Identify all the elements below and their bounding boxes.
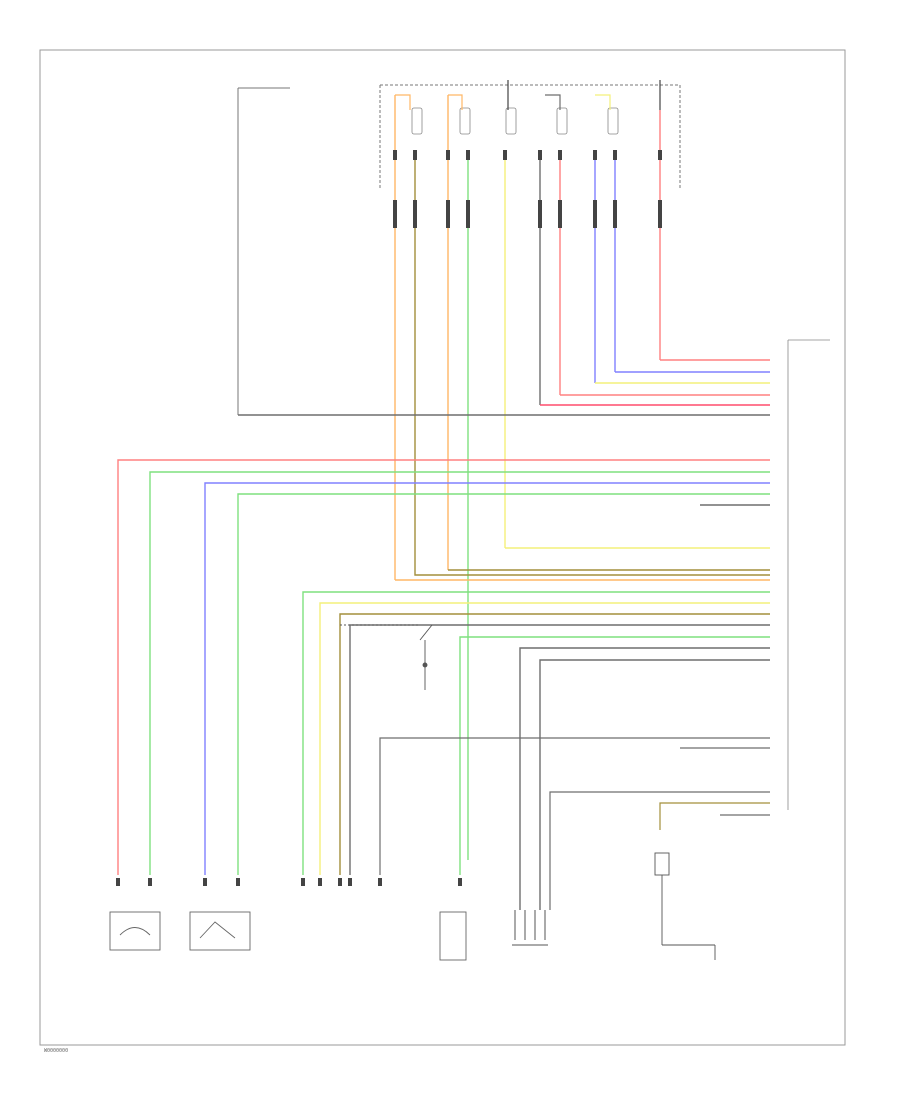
ecu-wires-group-3	[302, 547, 770, 910]
diagram-frame	[39, 49, 846, 1046]
fuse-feeds	[395, 80, 661, 110]
connector-marks	[116, 150, 662, 886]
top-power-area	[237, 84, 681, 415]
vertical-wires-top	[394, 95, 661, 860]
ground-middle	[512, 910, 548, 946]
sensor-left-2	[189, 911, 251, 951]
sensor-left-1	[109, 911, 161, 951]
ecu-wires-group-1	[238, 359, 770, 416]
sensor-middle	[439, 911, 467, 961]
fuse-symbols	[411, 107, 619, 135]
ecu-block	[787, 339, 830, 810]
ecu-wires-group-4	[379, 737, 770, 910]
brake-switch	[340, 624, 433, 690]
ground-right	[654, 852, 716, 960]
ecu-wires-group-2	[117, 459, 770, 875]
figure-code: W0000000	[44, 1048, 68, 1054]
